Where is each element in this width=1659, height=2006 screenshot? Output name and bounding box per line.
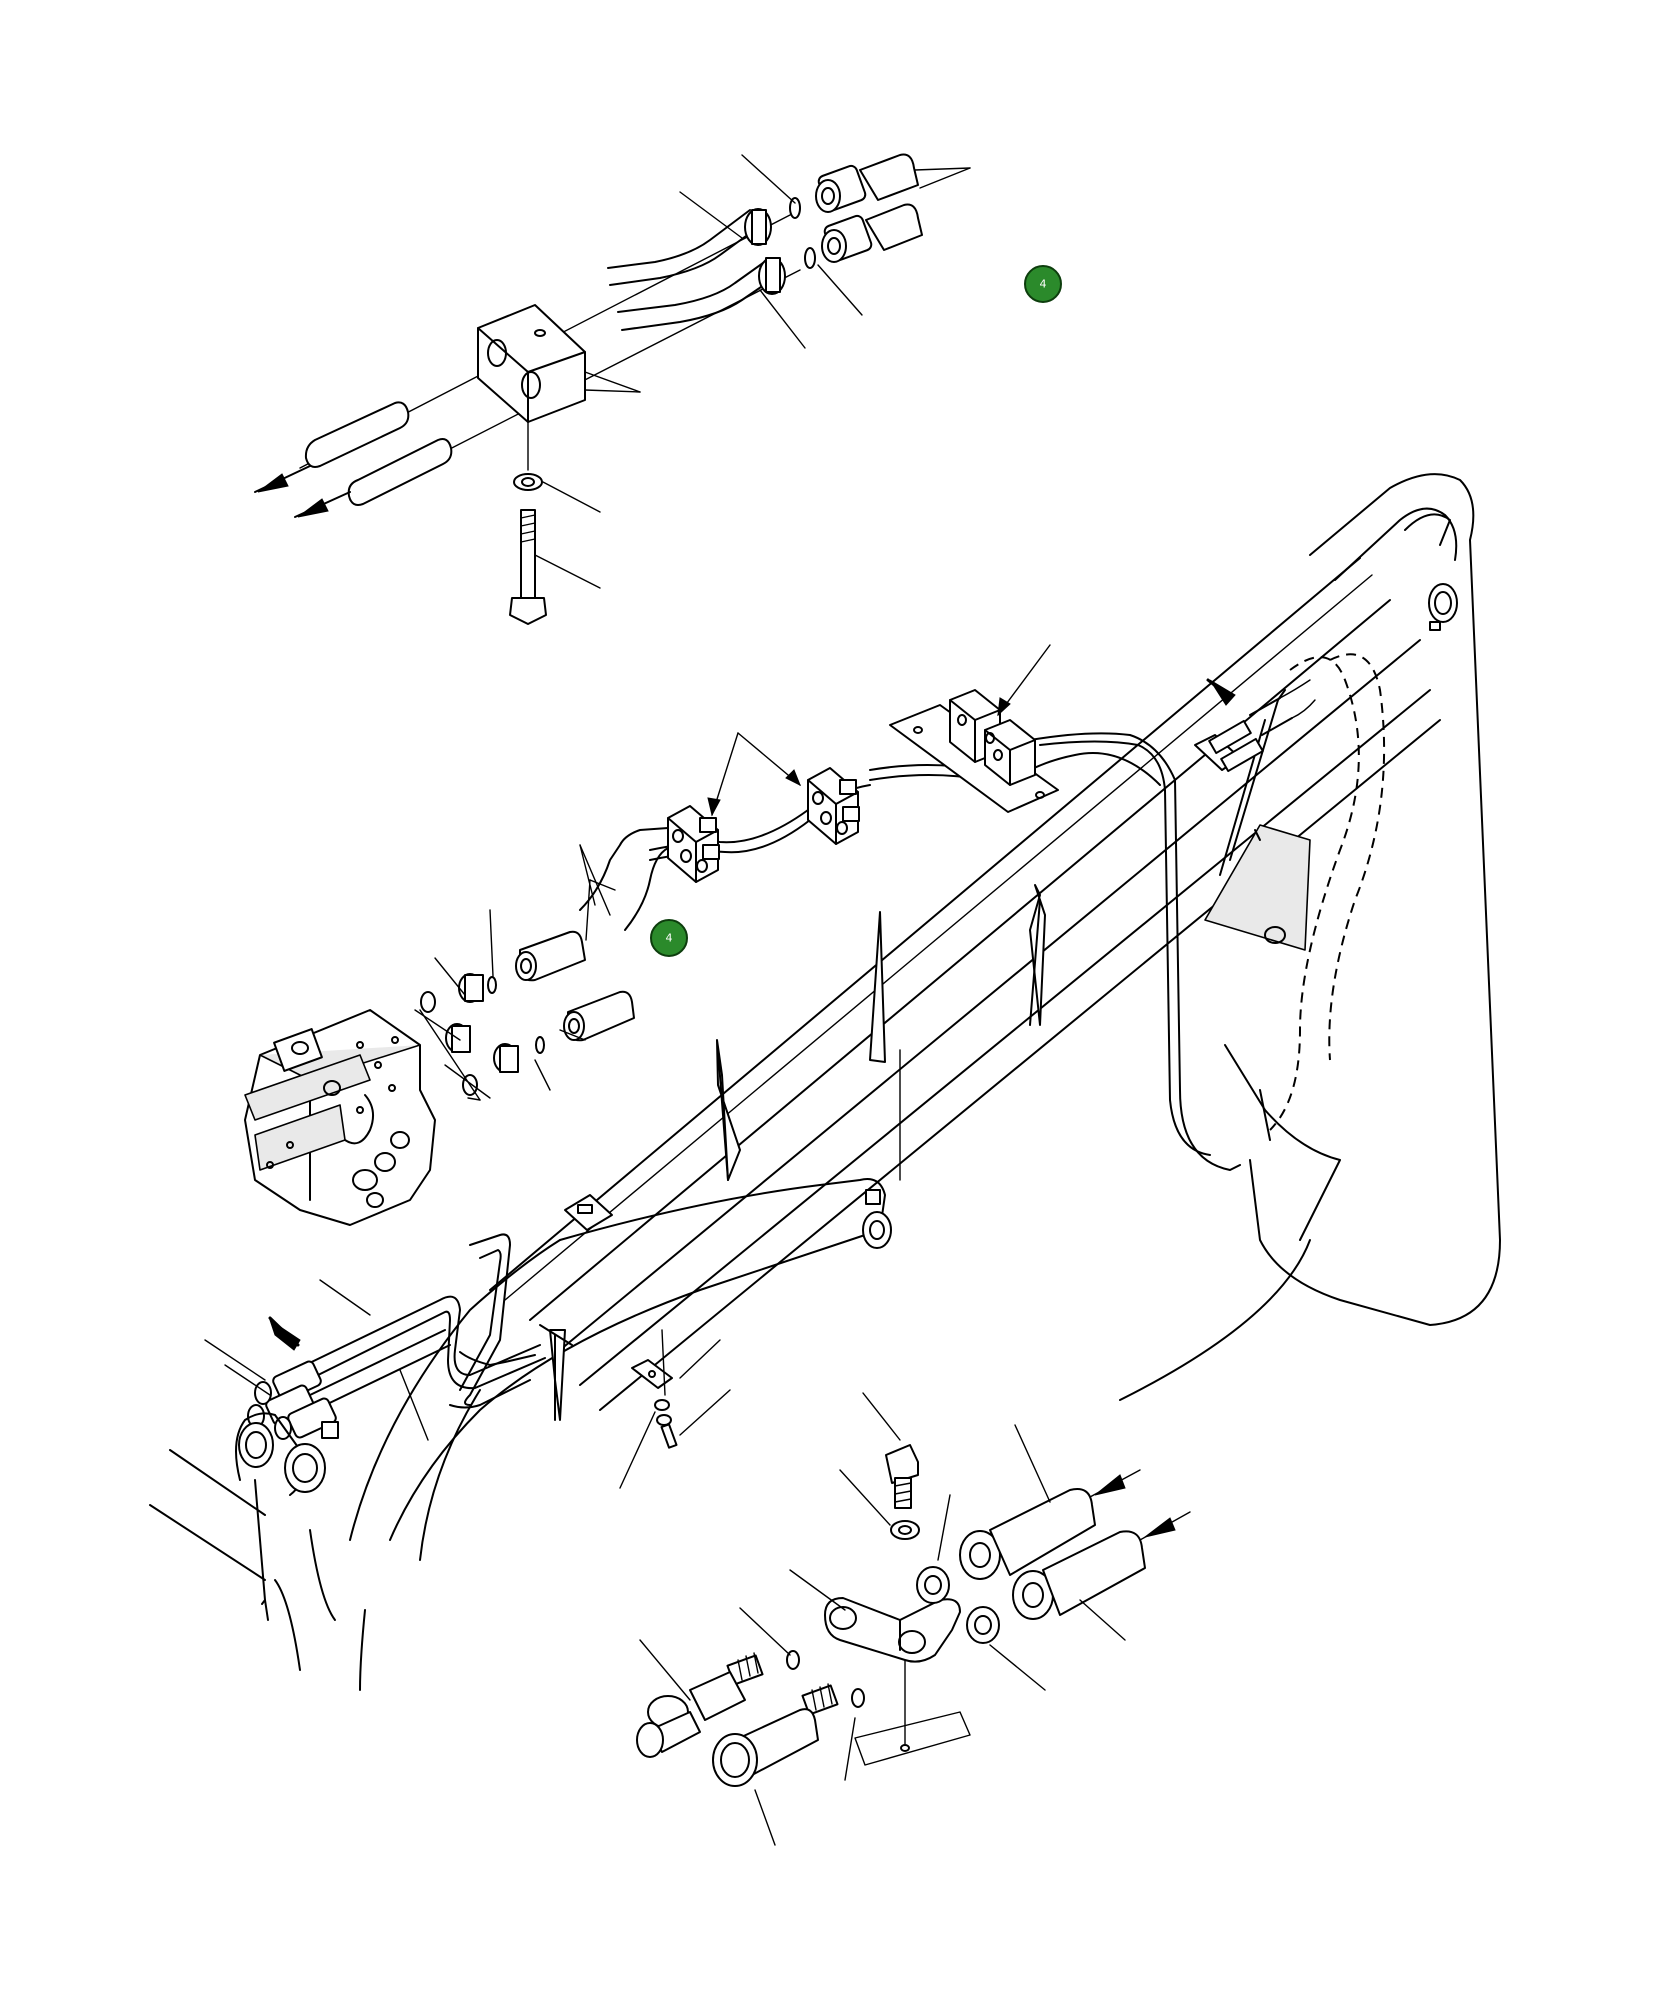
callout-badge-top[interactable]: 4 [1024,265,1062,303]
loader-boom-arm [149,473,1501,1691]
callout-badge-middle[interactable]: 4 [650,919,688,957]
quick-coupler-assembly [636,1392,1191,1846]
boom-hose-clamps [649,644,1241,1171]
lower-left-tube-routing [204,1233,546,1496]
top-tube-clamp-assembly [254,153,971,625]
callout-label-top: 4 [1040,278,1047,291]
boom-top-couplings [1194,678,1316,773]
control-valve-assembly [244,827,669,1226]
callout-label-middle: 4 [666,932,673,945]
small-bracket-bolt [619,1329,731,1489]
